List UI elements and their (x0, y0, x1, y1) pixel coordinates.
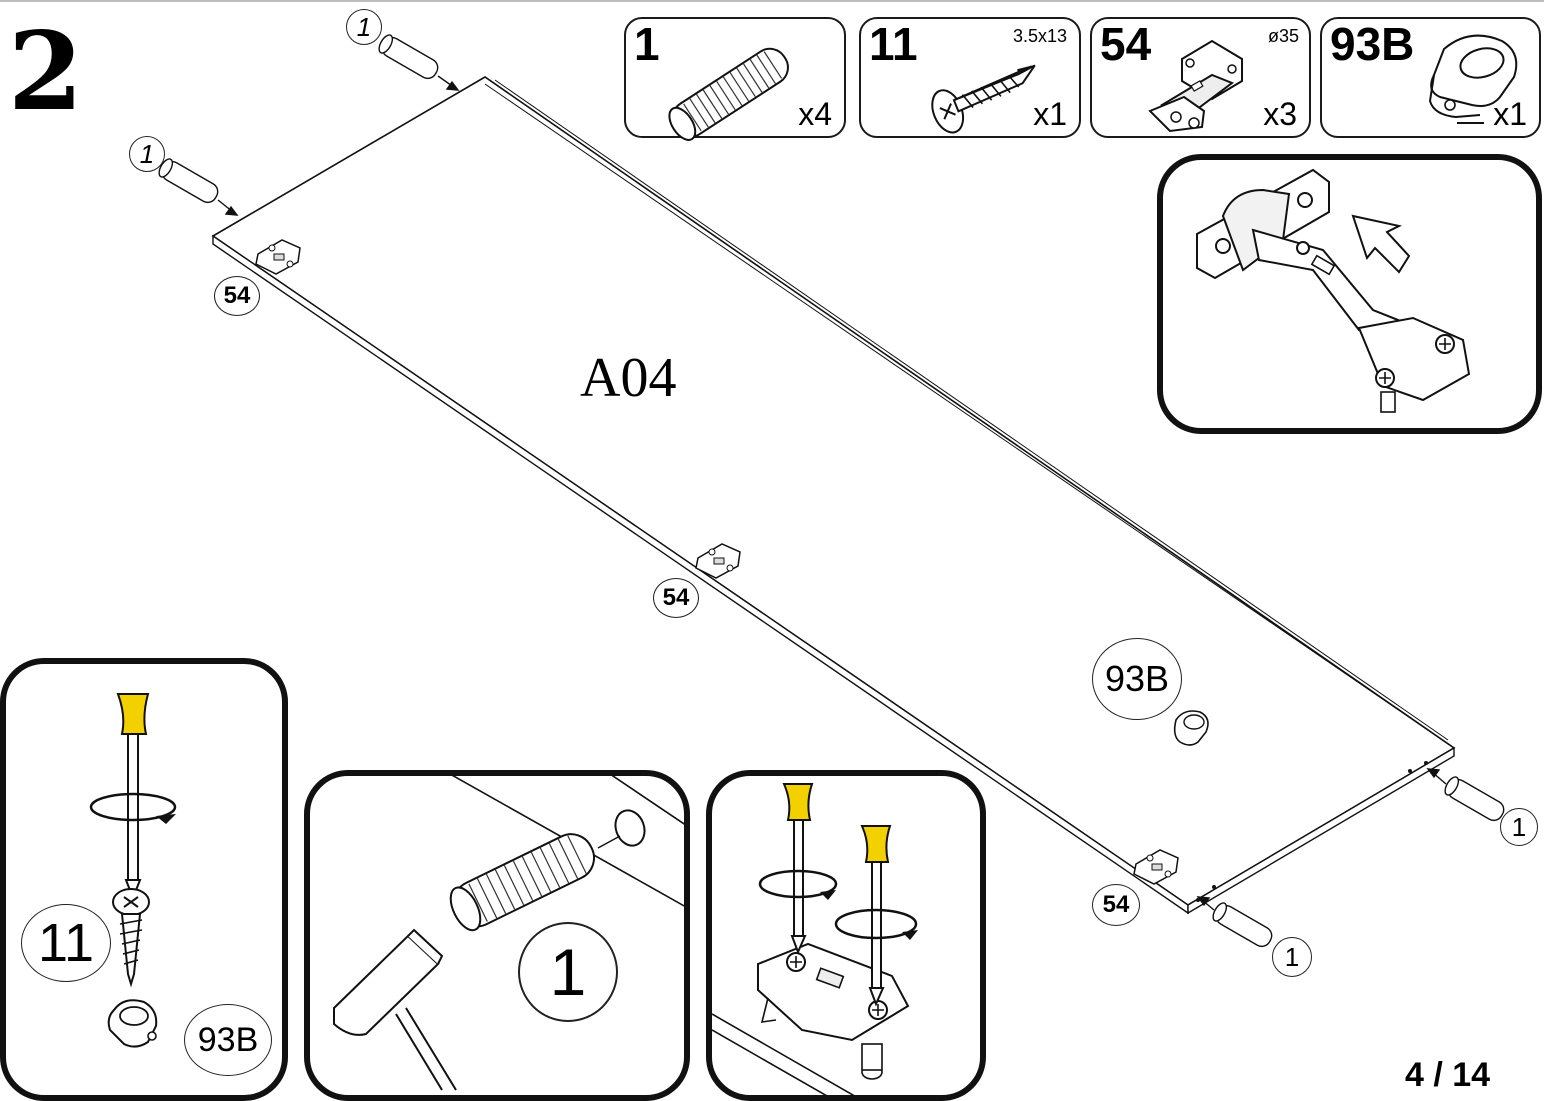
callout-dowel: 1 (346, 9, 382, 45)
part-number: 93B (1330, 18, 1415, 70)
panel-label: A04 (580, 347, 677, 409)
parts-box-hinge: 54 ø35 x3 (1090, 17, 1311, 138)
callout-dowel: 1 (1500, 808, 1538, 846)
dowel-icon (449, 833, 595, 932)
callout-clip: 93B (184, 1004, 272, 1076)
part-number: 1 (634, 18, 660, 70)
board-edge (712, 1013, 855, 1095)
clip-icon (107, 999, 158, 1048)
callout-dowel: 1 (129, 136, 165, 172)
hinge-plate-icon (695, 543, 741, 579)
part-quantity: x3 (1263, 96, 1297, 132)
page-number: 4 / 14 (1405, 1056, 1491, 1094)
hinge-plate-icon (1133, 849, 1179, 885)
part-number: 54 (1100, 18, 1152, 70)
callout-dowel: 1 (518, 922, 618, 1022)
step-number: 2 (8, 9, 84, 135)
hinge-icon (1196, 168, 1471, 413)
part-spec: ø35 (1267, 26, 1299, 46)
callout-hinge: 54 (653, 578, 699, 618)
detail-dowel-hammer: 1 (304, 770, 690, 1101)
screwdriver-icon (758, 783, 918, 1007)
callout-clip: 93B (1092, 638, 1182, 720)
parts-box-screw: 11 3.5x13 x1 (859, 17, 1081, 138)
detail-hinge-insert (1157, 154, 1542, 434)
clip-icon (1428, 34, 1518, 124)
callout-dowel: 1 (1272, 937, 1312, 977)
callout-hinge: 54 (1092, 884, 1140, 926)
part-number: 11 (869, 18, 918, 70)
detail-screw-clip: 11 93B (0, 658, 288, 1101)
part-quantity: x4 (798, 96, 832, 132)
hinge-icon (1148, 39, 1243, 133)
hammer-icon (333, 928, 457, 1091)
callout-screw: 11 (21, 904, 111, 982)
part-spec: 3.5x13 (1012, 26, 1067, 46)
clip-icon (1173, 710, 1209, 746)
screw-icon (931, 64, 1036, 134)
parts-box-dowel: 1 x4 (624, 17, 846, 141)
parts-box-clip: 93B x1 (1320, 17, 1541, 138)
part-quantity: x1 (1033, 96, 1067, 132)
detail-hinge-plate (706, 770, 986, 1101)
top-rule (0, 0, 1544, 2)
dowel-icon (668, 47, 789, 141)
screw-icon (112, 888, 150, 988)
hinge-plate-icon (757, 942, 910, 1080)
part-quantity: x1 (1493, 96, 1527, 132)
callout-hinge: 54 (214, 276, 260, 316)
hinge-plate-icon (255, 239, 301, 275)
